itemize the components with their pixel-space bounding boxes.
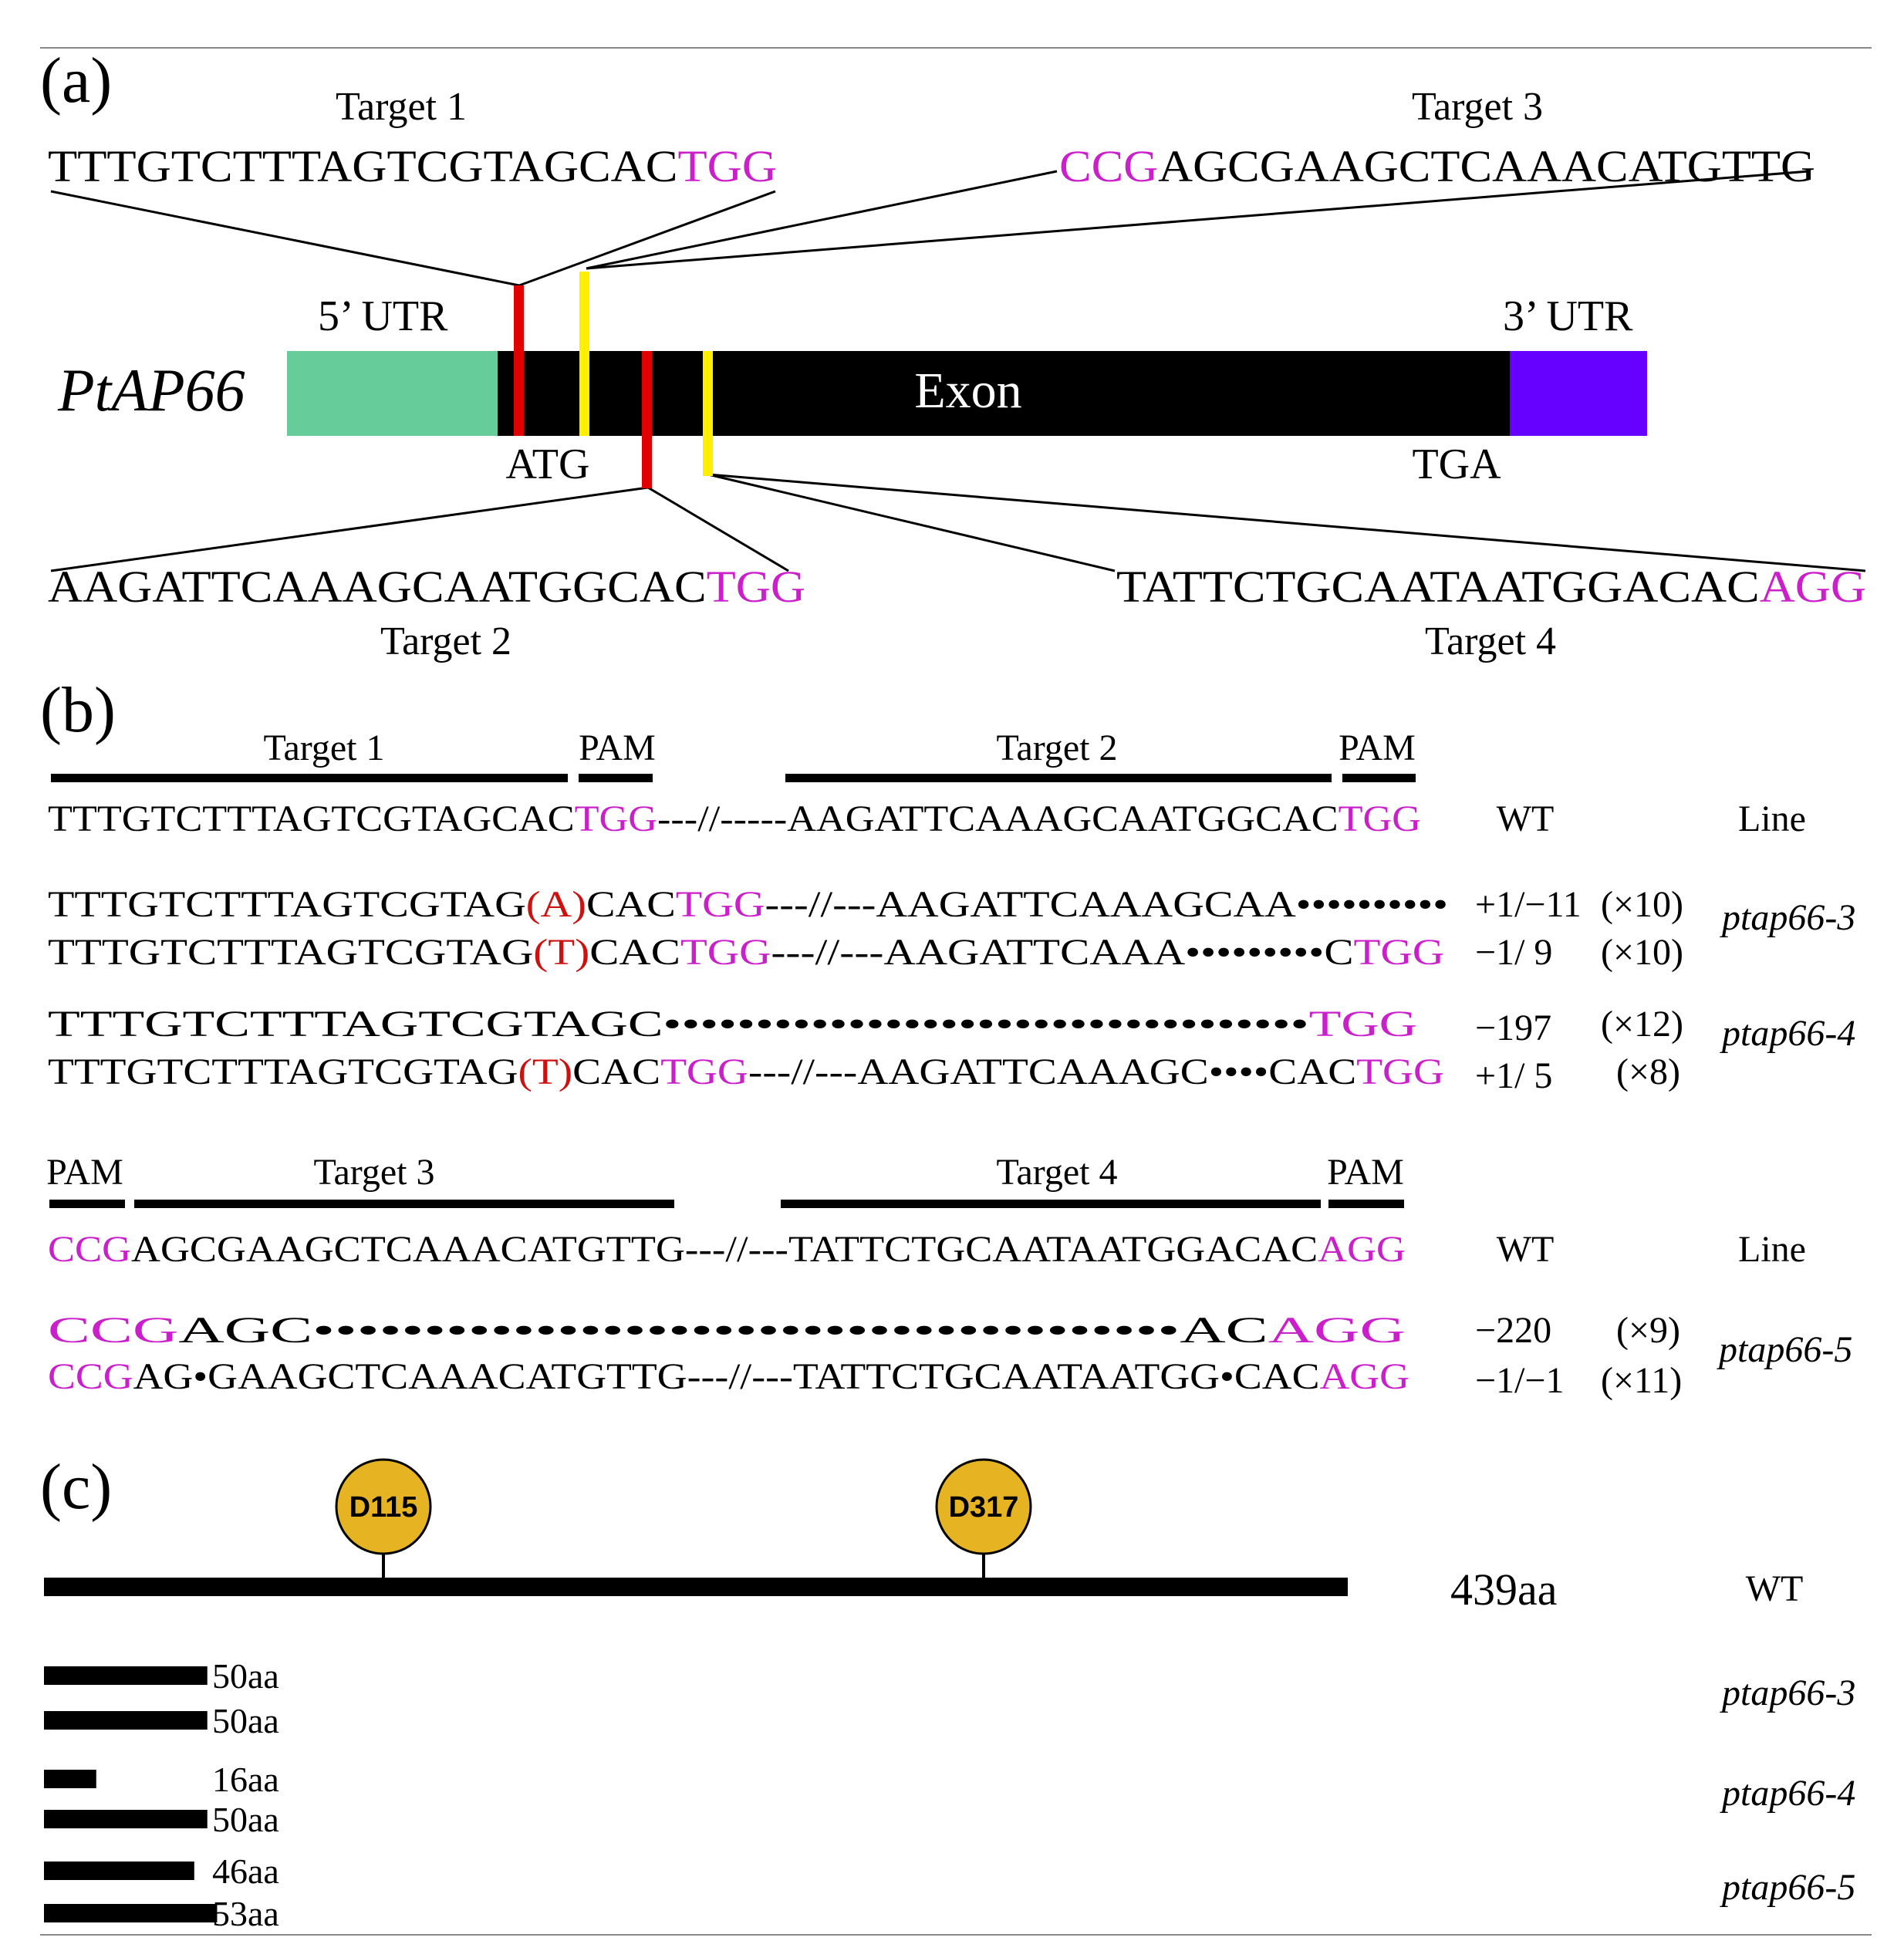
target3-title: Target 3 — [1412, 85, 1543, 129]
site-d115-icon — [335, 1458, 432, 1555]
ptap66-4-label-c: ptap66-4 — [1720, 1773, 1855, 1814]
gene-name: PtAP66 — [57, 356, 245, 424]
panel-c-label: (c) — [40, 1451, 112, 1523]
target2-title: Target 2 — [380, 619, 511, 663]
truncated-protein-bar — [44, 1770, 96, 1788]
site-d317: D317 — [935, 1458, 1032, 1578]
header-target3: Target 3 — [313, 1152, 434, 1193]
wt-protein-bar — [44, 1578, 1348, 1596]
ptap66-4-label: ptap66-4 — [1720, 1013, 1855, 1054]
header-pam4: PAM — [1327, 1152, 1404, 1193]
stop-codon: TGA — [1412, 440, 1501, 488]
ptap66-3-row2-mutation: −1/ 9 — [1475, 932, 1552, 973]
start-codon: ATG — [506, 440, 590, 488]
ptap66-5-label: ptap66-5 — [1717, 1329, 1852, 1370]
ptap66-4-row1: TTTGTCTTTAGTCGTAGC••••••••••••••••••••••… — [48, 1004, 1417, 1045]
header-pam3: PAM — [46, 1152, 123, 1193]
target1-marker — [514, 285, 524, 436]
panel-b: (b) Target 1 PAM Target 2 PAM TTTGTCTTTA… — [40, 674, 1855, 1401]
ptap66-4-row1-count: (×12) — [1601, 1004, 1683, 1045]
truncated-protein-length: 16aa — [212, 1760, 279, 1799]
header-bars-top — [51, 774, 1416, 782]
truncated-protein-bar — [44, 1810, 208, 1828]
panel-b-label: (b) — [40, 674, 116, 746]
ptap66-3-row2-count: (×10) — [1601, 932, 1683, 973]
ptap66-3-label-c: ptap66-3 — [1720, 1673, 1855, 1713]
ptap66-3-label: ptap66-3 — [1720, 897, 1855, 938]
wt-length: 439aa — [1450, 1565, 1558, 1615]
top-wt-label: WT — [1497, 798, 1555, 839]
ptap66-3-row1-mutation: +1/−11 — [1475, 884, 1582, 925]
ptap66-5-row1-mutation: −220 — [1475, 1310, 1551, 1351]
panel-c: (c) D115 D317 439aa WT 50aa50aa16aa50aa4… — [40, 1451, 1855, 1933]
truncated-protein-bar — [44, 1904, 218, 1922]
ptap66-5-row2-count: (×11) — [1601, 1360, 1682, 1401]
ptap66-5-row2-mutation: −1/−1 — [1475, 1360, 1564, 1401]
ptap66-5-label-c: ptap66-5 — [1720, 1867, 1855, 1908]
target4-marker — [703, 351, 713, 476]
truncated-protein-bar — [44, 1711, 208, 1730]
header-target4: Target 4 — [996, 1152, 1117, 1193]
bottom-line-label: Line — [1738, 1229, 1806, 1270]
truncated-protein-bar — [44, 1862, 194, 1880]
ptap66-3-row1-count: (×10) — [1601, 884, 1683, 925]
connector-lines — [50, 170, 1866, 572]
utr5-box — [287, 351, 499, 436]
truncated-protein-length: 50aa — [212, 1701, 279, 1740]
header-target2: Target 2 — [996, 727, 1117, 768]
truncated-protein-bar — [44, 1666, 208, 1685]
site-d317-icon — [935, 1458, 1032, 1555]
wt-label-c: WT — [1746, 1568, 1804, 1609]
target1-title: Target 1 — [336, 85, 467, 129]
ptap66-4-row2-mutation: +1/ 5 — [1475, 1055, 1552, 1096]
ptap66-5-row1-count: (×9) — [1616, 1310, 1680, 1351]
target2-marker — [642, 351, 652, 488]
truncated-protein-length: 50aa — [212, 1656, 279, 1696]
header-bars-bottom — [49, 1200, 1404, 1208]
header-pam2: PAM — [1339, 727, 1416, 768]
target3-marker — [579, 272, 589, 436]
site-d115-label: D115 — [349, 1491, 418, 1524]
exon-box — [498, 351, 1512, 436]
header-pam1: PAM — [579, 727, 656, 768]
truncated-protein-length: 53aa — [212, 1894, 279, 1933]
header-target1: Target 1 — [263, 727, 384, 768]
truncated-protein-length: 50aa — [212, 1800, 279, 1839]
utr5-label: 5’ UTR — [318, 292, 448, 340]
utr3-label: 3’ UTR — [1503, 292, 1633, 340]
site-d317-label: D317 — [949, 1491, 1019, 1524]
exon-label: Exon — [914, 363, 1021, 419]
site-d115: D115 — [335, 1458, 432, 1578]
utr3-box — [1510, 351, 1647, 436]
truncated-protein-length: 46aa — [212, 1851, 279, 1891]
panel-a-label: (a) — [40, 45, 112, 116]
bottom-wt-label: WT — [1497, 1229, 1555, 1270]
target4-title: Target 4 — [1425, 619, 1556, 663]
top-line-label: Line — [1738, 798, 1806, 839]
ptap66-4-row2-count: (×8) — [1616, 1051, 1680, 1092]
ptap66-4-row1-mutation: −197 — [1475, 1008, 1551, 1048]
